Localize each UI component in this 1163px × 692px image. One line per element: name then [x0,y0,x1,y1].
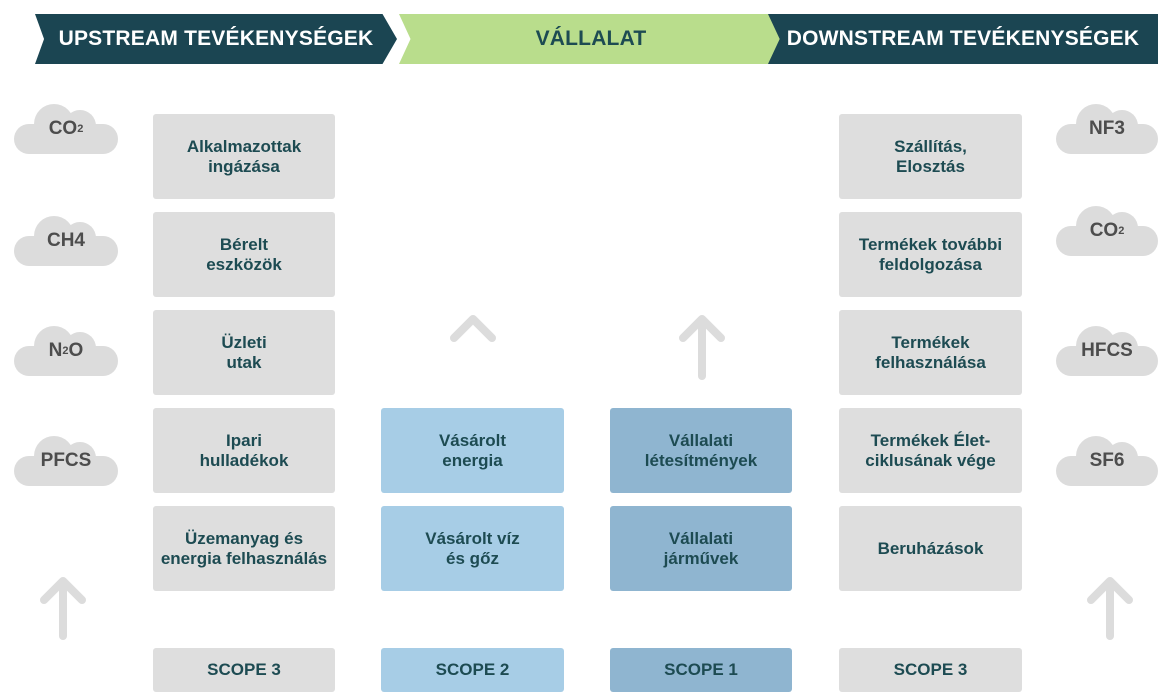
gas-label: NF3 [1089,118,1125,139]
company-banner: VÁLLALAT [399,14,783,64]
downstream-box: Termékek további feldolgozása [839,212,1022,297]
scope-label-text: SCOPE 2 [435,660,510,679]
downstream-box-label: Termékek felhasználása [875,332,986,372]
up-arrow-icon [1087,577,1133,640]
upstream-box-label: Alkalmazottak ingázása [186,136,302,176]
cloud-icon [14,326,118,376]
downstream-box: Termékek Élet- ciklusának vége [839,408,1022,493]
up-arrow-icon [40,577,86,640]
gas-label: CH4 [46,230,85,251]
scope-label-text: SCOPE 3 [207,660,281,679]
scope3-downstream-label: SCOPE 3 [839,648,1022,692]
gas-label: PFCS [40,450,92,471]
scope-label-text: SCOPE 1 [664,660,738,679]
upstream-box: Alkalmazottak ingázása [153,114,335,199]
company-title: VÁLLALAT [535,27,647,50]
scope2-box: Vásárolt energia [381,408,564,493]
downstream-banner: DOWNSTREAM TEVÉKENYSÉGEK [768,14,1158,64]
scope2-box-label: Vásárolt energia [438,430,507,470]
upstream-box: Üzemanyag és energia felhasználás [153,506,335,591]
scope1-label: SCOPE 1 [610,648,792,692]
gas-cloud-sf6: SF6 [1052,430,1162,492]
upstream-box-label: Üzemanyag és energia felhasználás [160,528,328,568]
upstream-box-label: Bérelt eszközök [206,234,282,274]
scope3-upstream-label: SCOPE 3 [153,648,335,692]
scope1-box: Vállalati járművek [610,506,792,591]
cloud-icon [14,216,118,266]
upstream-banner: UPSTREAM TEVÉKENYSÉGEK [35,14,397,64]
gas-cloud-pfcs: PFCS [10,430,122,492]
gas-cloud-nf3: NF3 [1052,98,1162,160]
downstream-box-label: Termékek további feldolgozása [858,234,1003,274]
cloud-icon [1056,326,1158,376]
scope1-box-label: Vállalati létesítmények [644,430,758,470]
downstream-box-label: Szállítás, Elosztás [894,136,967,176]
gas-cloud-hfcs: HFCS [1052,320,1162,382]
upstream-box-label: Ipari hulladékok [199,430,289,470]
upstream-box: Bérelt eszközök [153,212,335,297]
up-arrow-icon [679,315,725,380]
downstream-title: DOWNSTREAM TEVÉKENYSÉGEK [786,27,1140,50]
upstream-box: Ipari hulladékok [153,408,335,493]
cloud-icon [14,436,118,486]
cloud-icon [14,104,118,154]
downstream-box: Szállítás, Elosztás [839,114,1022,199]
cloud-icon [1056,104,1158,154]
downstream-box-label: Beruházások [877,538,984,558]
cloud-icon [1056,206,1158,256]
scope-label-text: SCOPE 3 [893,660,968,679]
cloud-icon [1056,436,1158,486]
gas-label: SF6 [1089,450,1125,471]
scope1-box: Vállalati létesítmények [610,408,792,493]
scope2-label: SCOPE 2 [381,648,564,692]
upstream-title: UPSTREAM TEVÉKENYSÉGEK [58,27,374,50]
scope2-box: Vásárolt víz és gőz [381,506,564,591]
up-arrow-icon [450,262,496,380]
downstream-box: Termékek felhasználása [839,310,1022,395]
scope2-box-label: Vásárolt víz és gőz [425,528,520,568]
upstream-box: Üzleti utak [153,310,335,395]
scope1-box-label: Vállalati járművek [663,528,739,568]
downstream-box: Beruházások [839,506,1022,591]
gas-label: HFCS [1081,340,1133,361]
downstream-box-label: Termékek Élet- ciklusának vége [865,430,996,470]
gas-cloud-ch4: CH4 [10,210,122,272]
upstream-box-label: Üzleti utak [221,332,267,372]
